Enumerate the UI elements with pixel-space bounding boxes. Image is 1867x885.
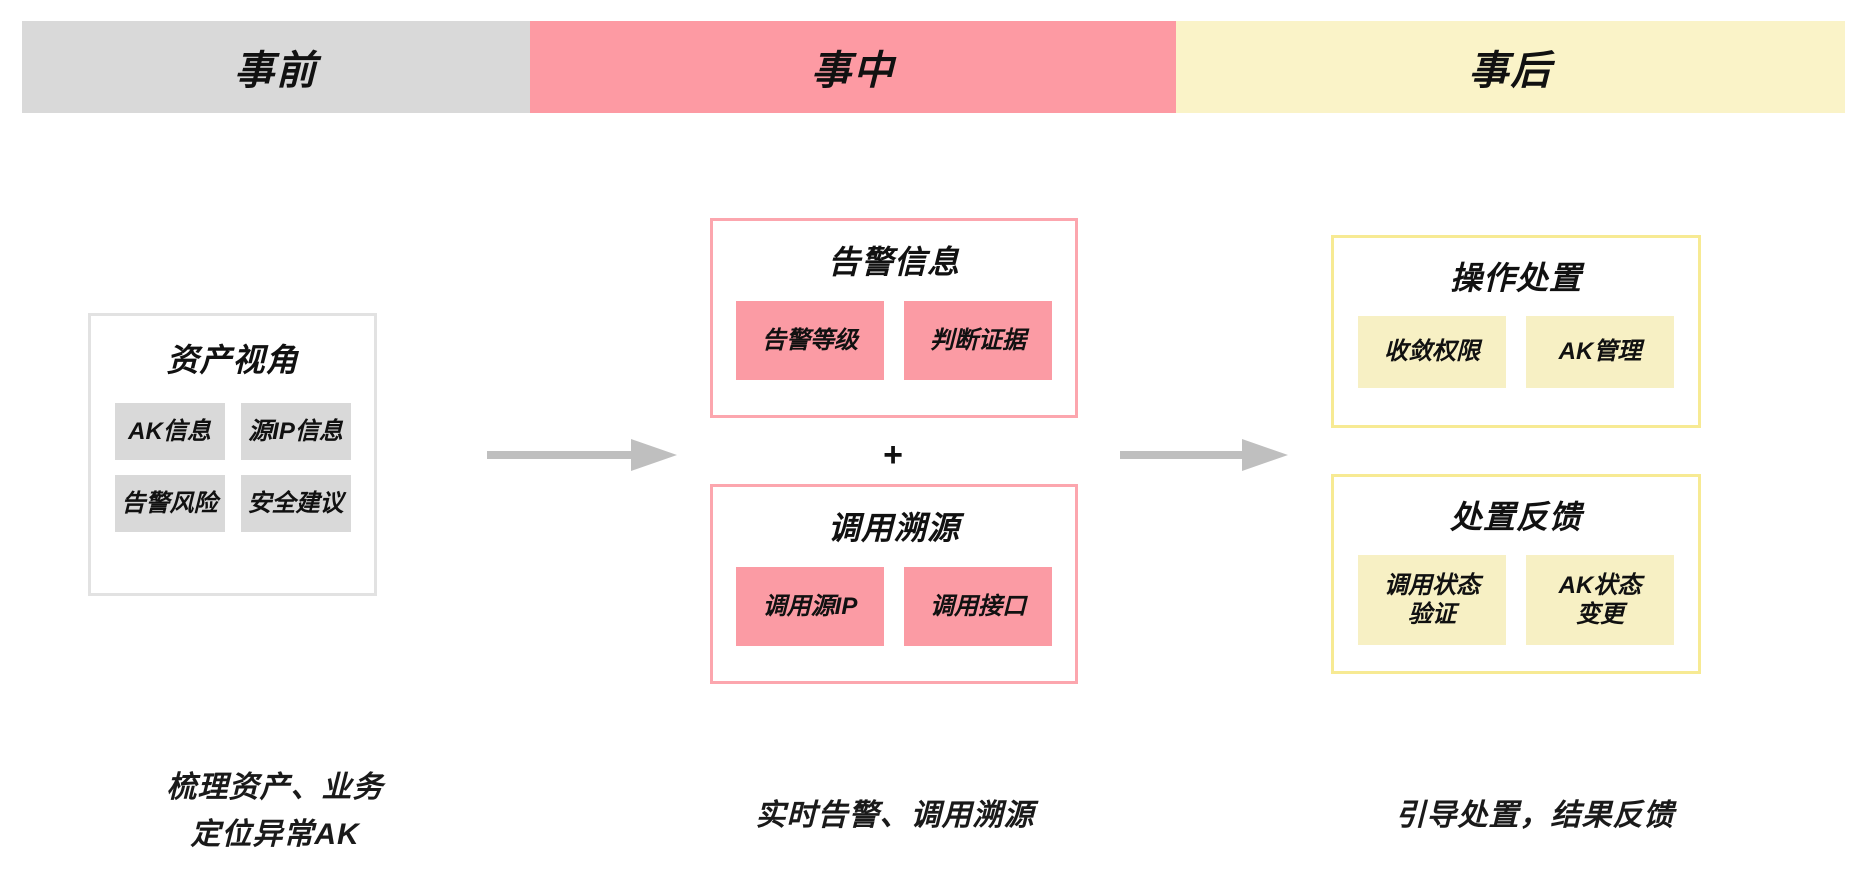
chip-source-ip-info: 源IP信息 [240,403,351,460]
chip-row-trace: 调用源IP 调用接口 [713,567,1075,646]
group-title-feedback: 处置反馈 [1449,499,1582,535]
arrow-right-icon-2 [1120,435,1310,475]
chip-reduce-permission: 收敛权限 [1358,316,1506,388]
chip-row-feedback: 调用状态 验证 AK状态 变更 [1334,555,1698,645]
chip-ak-status-change: AK状态 变更 [1526,555,1674,645]
phase-cell-after: 事后 [1176,21,1845,113]
chip-alert-risk: 告警风险 [114,475,225,532]
caption-after: 引导处置，结果反馈 [1395,799,1675,832]
chip-alert-level: 告警等级 [736,301,884,380]
group-box-alert: 告警信息 告警等级 判断证据 [710,218,1078,418]
group-box-asset: 资产视角 AK信息 源IP信息 告警风险 安全建议 [88,313,377,596]
arrow-right-icon-1 [487,435,677,475]
chip-call-interface: 调用接口 [904,567,1052,646]
group-title-asset: 资产视角 [166,342,299,378]
phase-cell-during: 事中 [530,21,1176,113]
chip-judgement-evidence: 判断证据 [904,301,1052,380]
chip-row-alert: 告警等级 判断证据 [713,301,1075,380]
phase-cell-before: 事前 [22,21,530,113]
plus-connector-icon: + [883,435,903,474]
phase-timeline-bar: 事前 事中 事后 [22,21,1845,113]
group-title-action: 操作处置 [1449,260,1582,296]
phase-label-before: 事前 [234,49,318,93]
group-box-action: 操作处置 收敛权限 AK管理 [1331,235,1701,428]
group-box-trace: 调用溯源 调用源IP 调用接口 [710,484,1078,684]
chip-ak-management: AK管理 [1526,316,1674,388]
group-box-feedback: 处置反馈 调用状态 验证 AK状态 变更 [1331,474,1701,674]
chip-row-asset-2: 告警风险 安全建议 [91,475,374,532]
caption-before: 梳理资产、业务 定位异常AK [166,771,384,851]
phase-label-during: 事中 [811,49,895,93]
chip-row-action: 收敛权限 AK管理 [1334,316,1698,388]
chip-row-asset-1: AK信息 源IP信息 [91,403,374,460]
chip-call-source-ip: 调用源IP [736,567,884,646]
chip-ak-info: AK信息 [114,403,225,460]
group-title-alert: 告警信息 [827,244,960,280]
chip-call-status-verify: 调用状态 验证 [1358,555,1506,645]
caption-during: 实时告警、调用溯源 [755,799,1035,832]
chip-security-advice: 安全建议 [240,475,351,532]
phase-label-after: 事后 [1468,49,1553,93]
group-title-trace: 调用溯源 [827,510,960,546]
